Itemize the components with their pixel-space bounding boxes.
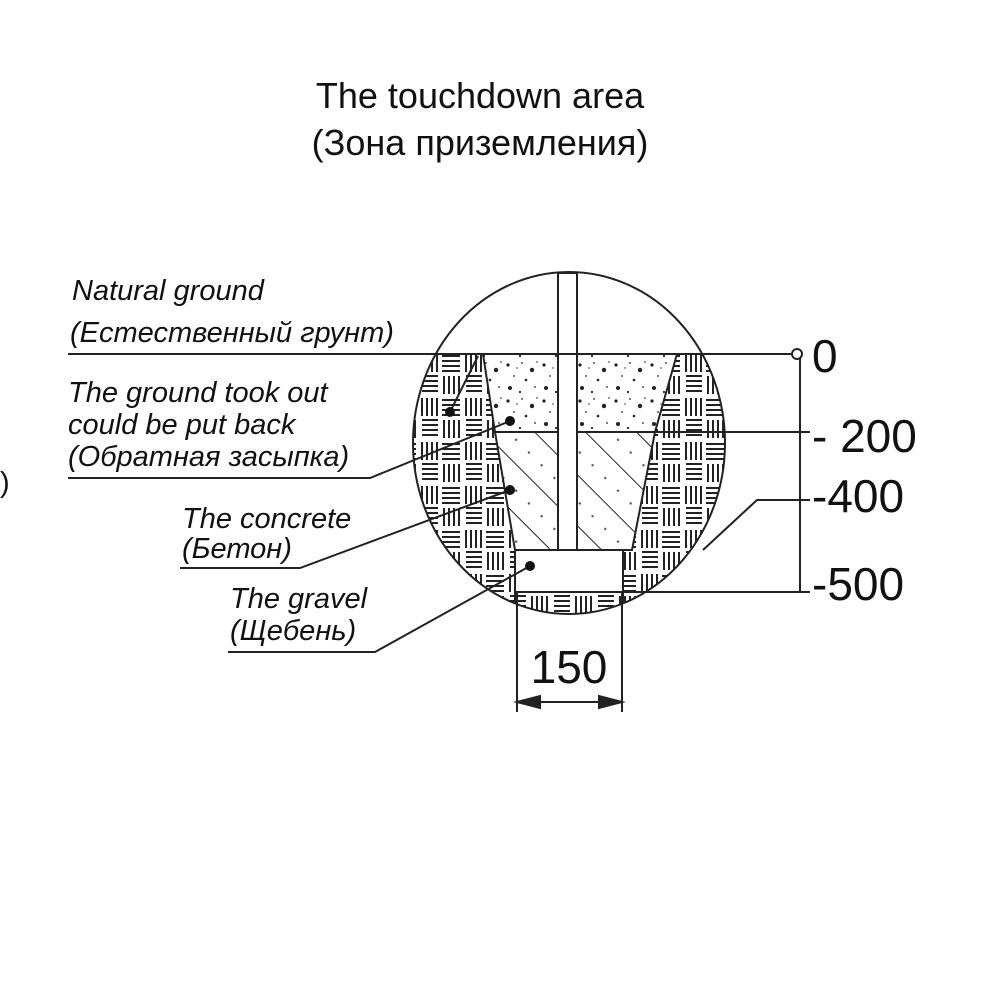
- backfill-label-1: The ground took out: [68, 377, 330, 409]
- title-line-1: The touchdown area: [316, 75, 645, 116]
- title-line-2: (Зона приземления): [312, 122, 649, 163]
- concrete-label: The concrete: [182, 503, 351, 535]
- concrete-label-ru: (Бетон): [182, 533, 292, 565]
- post: [557, 272, 578, 551]
- width-dimension-value: 150: [531, 641, 608, 693]
- natural-ground-label: Natural ground: [72, 275, 265, 307]
- width-dimension: [513, 592, 626, 712]
- level-400: -400: [812, 470, 904, 522]
- leader-lines: [68, 355, 531, 653]
- level-500: -500: [812, 558, 904, 610]
- stray-parenthesis: ): [0, 467, 10, 499]
- gravel-label: The gravel: [230, 583, 369, 615]
- backfill-label-ru: (Обратная засыпка): [68, 441, 349, 473]
- leader-dots: [445, 407, 535, 571]
- level-origin-marker: [791, 348, 803, 360]
- level-lines: [68, 353, 810, 593]
- gravel-label-ru: (Щебень): [230, 615, 356, 647]
- gravel-region: [514, 549, 624, 593]
- level-0: 0: [812, 330, 838, 382]
- natural-ground-label-ru: (Естественный грунт): [70, 317, 394, 349]
- level-200: - 200: [812, 410, 917, 462]
- backfill-label-2: could be put back: [68, 409, 297, 441]
